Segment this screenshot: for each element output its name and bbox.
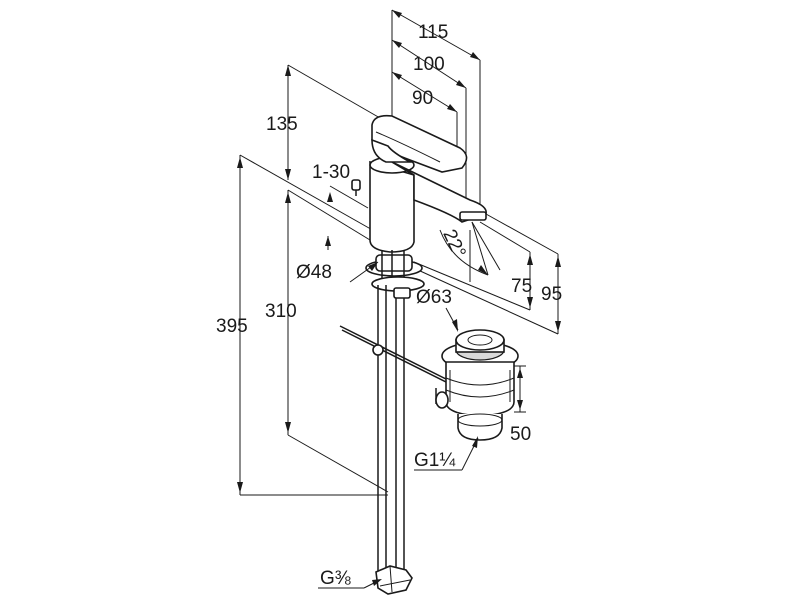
dim-310 (285, 189, 389, 493)
pop-up-waste (435, 329, 519, 441)
dim-48-leader (349, 261, 379, 283)
dim-50-label: 50 (510, 424, 531, 445)
dim-90-label: 90 (412, 88, 433, 109)
dim-100-label: 100 (413, 54, 445, 75)
dim-50 (514, 365, 526, 413)
dim-22-deg-label: 22° (438, 226, 469, 261)
thread-g114-label: G1¼ (414, 450, 456, 471)
thread-g38-label: G⅜ (320, 568, 351, 589)
thread-g114-leader (414, 436, 479, 471)
dim-395-label: 395 (216, 316, 248, 337)
dim-63-label: Ø63 (416, 287, 452, 308)
thread-g38-leader (318, 579, 382, 589)
dim-63-leader (445, 307, 459, 332)
dim-95-label: 95 (541, 284, 562, 305)
faucet-body (351, 114, 487, 253)
pop-up-linkage (339, 325, 455, 404)
dim-48-label: Ø48 (296, 262, 332, 283)
dim-75-95 (413, 213, 561, 335)
dim-1-30 (325, 185, 369, 250)
dim-115-label: 115 (418, 22, 448, 43)
mounting-assembly (365, 250, 425, 595)
dim-395 (237, 154, 388, 496)
dim-310-label: 310 (265, 301, 297, 322)
dim-135-label: 135 (266, 114, 298, 135)
dim-75-label: 75 (511, 276, 532, 297)
width-dimensions (391, 9, 481, 210)
spray-angle (439, 221, 501, 282)
dim-135 (285, 64, 381, 180)
dim-1-30-label: 1-30 (312, 162, 350, 183)
